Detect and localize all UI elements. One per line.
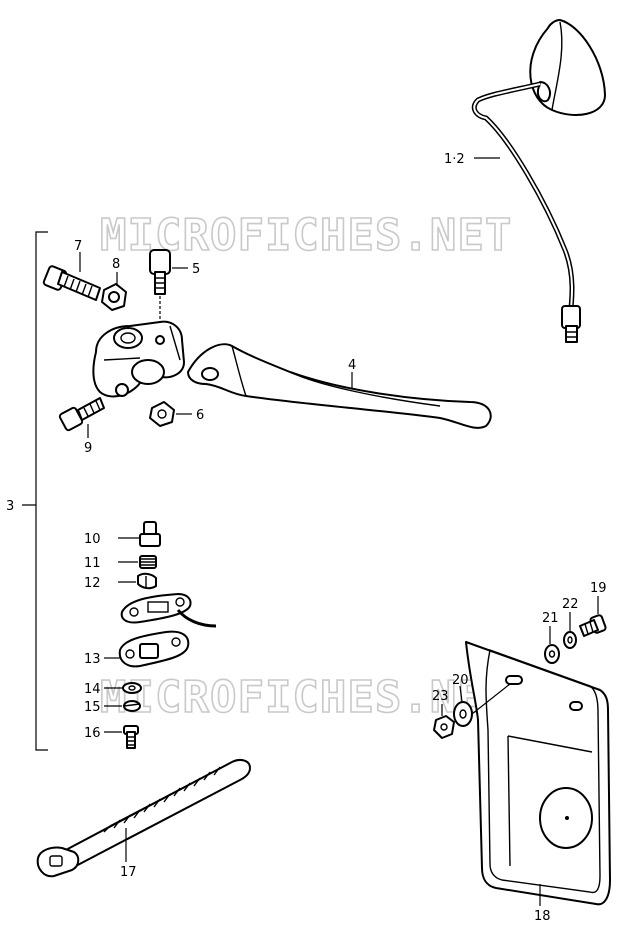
switch-plate: [120, 593, 217, 628]
screw-16: [123, 725, 139, 749]
clip-12: [137, 572, 157, 590]
label-18: 18: [534, 909, 551, 924]
label-4: 4: [348, 358, 356, 373]
label-8: 8: [112, 257, 120, 272]
label-6: 6: [196, 408, 204, 423]
lever-holder: [92, 320, 185, 398]
mirror: [471, 19, 606, 343]
bolt-5: [149, 249, 171, 295]
label-mirror: 1·2: [444, 152, 465, 167]
bracket-assembly: [22, 231, 48, 751]
washer-20: [453, 701, 473, 727]
lever-4: [187, 343, 492, 429]
label-10: 10: [84, 532, 101, 547]
washer-14: [122, 682, 142, 694]
bolt-7: [42, 265, 101, 301]
label-9: 9: [84, 441, 92, 456]
switch-13: [118, 630, 190, 668]
adjuster-10: [139, 521, 161, 547]
plate-18: [465, 641, 611, 906]
label-7: 7: [74, 239, 82, 254]
label-21: 21: [542, 611, 559, 626]
washer-15: [123, 700, 141, 712]
spring-11: [139, 555, 157, 569]
label-5: 5: [192, 262, 200, 277]
label-20: 20: [452, 673, 469, 688]
label-13: 13: [84, 652, 101, 667]
leader-20: [459, 685, 463, 703]
nut-6: [149, 401, 175, 427]
label-17: 17: [120, 865, 137, 880]
label-22: 22: [562, 597, 579, 612]
label-14: 14: [84, 682, 101, 697]
watermark-bottom: MICROFICHES.NET: [100, 672, 512, 723]
label-12: 12: [84, 576, 101, 591]
washer-22: [563, 631, 577, 649]
label-19: 19: [590, 581, 607, 596]
bolt-9: [58, 397, 105, 432]
label-23: 23: [432, 689, 449, 704]
nut-8: [101, 283, 127, 311]
label-15: 15: [84, 700, 101, 715]
screw-19: [579, 614, 607, 637]
nut-23: [433, 715, 455, 739]
label-16: 16: [84, 726, 101, 741]
label-11: 11: [84, 556, 101, 571]
label-assembly: 3: [6, 499, 14, 514]
leader-20-axis: [471, 683, 511, 715]
cable-band-17: [36, 759, 251, 878]
washer-21: [544, 644, 560, 664]
